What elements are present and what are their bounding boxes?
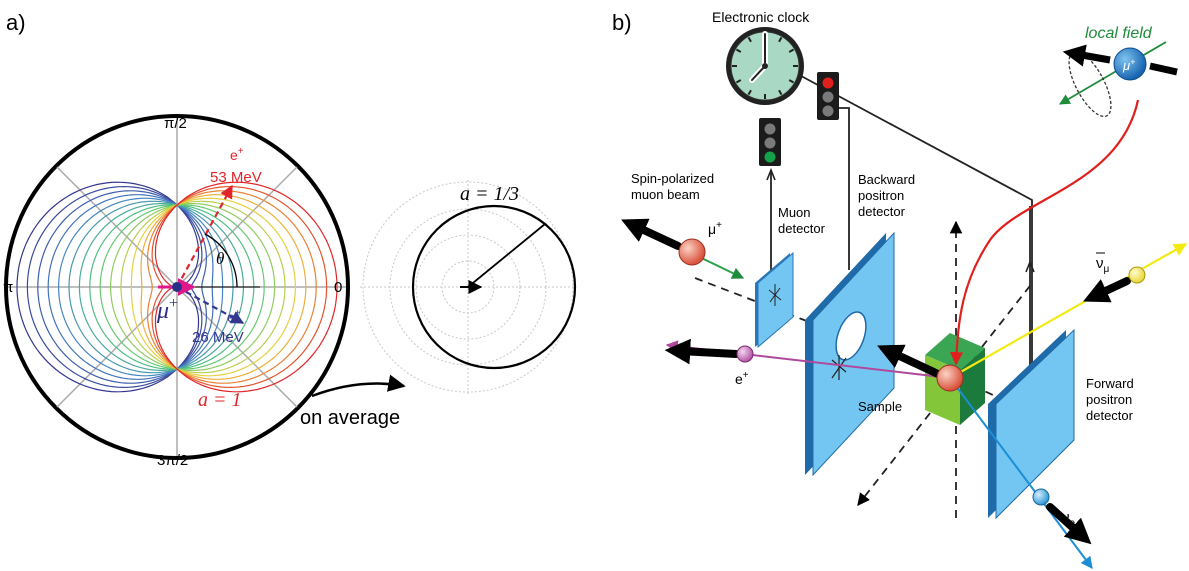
panel-a: a) θ μ+ e+ 53 MeV e+ 26 MeV π/2 π 0 3π/2 xyxy=(3,10,577,469)
clock-tick xyxy=(778,89,783,96)
emission-curve xyxy=(68,200,234,374)
e-low-symbol: e+ xyxy=(227,308,241,325)
theta-arc xyxy=(204,233,238,288)
asymmetry-avg-label: a = 1/3 xyxy=(460,183,519,205)
nu-e-label: νe xyxy=(1062,509,1076,529)
axis-label-right: 0 xyxy=(334,279,342,296)
average-arrow xyxy=(311,374,406,398)
beam-label-line2: muon beam xyxy=(631,187,700,202)
average-curve xyxy=(411,204,577,370)
e-high-symbol: e+ xyxy=(230,146,244,163)
clock-label: Electronic clock xyxy=(712,9,810,25)
emission-curve xyxy=(37,190,207,384)
e-high-energy: 53 MeV xyxy=(210,169,262,186)
clock-tick xyxy=(735,79,742,84)
local-spin-tail xyxy=(1149,62,1178,76)
panel-b: b) Electronic clock xyxy=(612,9,1188,569)
muon-detector xyxy=(755,251,794,349)
forward-detector xyxy=(988,328,1075,520)
e-high-arrow xyxy=(176,184,233,288)
clock-tick xyxy=(747,89,752,96)
average-label: on average xyxy=(300,407,400,429)
nu-e-particle xyxy=(1032,488,1050,506)
theta-label: θ xyxy=(216,249,224,268)
emission-curve xyxy=(130,197,297,377)
forward-label-3: detector xyxy=(1086,408,1134,423)
wire-arrow-forward xyxy=(1025,259,1035,273)
emission-curve xyxy=(78,203,244,371)
positron-particle xyxy=(736,345,754,363)
nu-mu-bar-label: νμ xyxy=(1096,255,1110,275)
emission-curve xyxy=(47,194,214,380)
emission-curve xyxy=(110,203,276,371)
emission-curve xyxy=(89,204,255,370)
backward-detector xyxy=(805,231,895,477)
local-muon-particle xyxy=(1113,47,1147,81)
beam-muon-particle xyxy=(678,238,706,266)
clock-tick xyxy=(778,36,783,43)
panel-a-label: a) xyxy=(6,10,26,35)
backward-label-2: positron xyxy=(858,188,904,203)
precession-signal-curve xyxy=(949,99,1140,366)
nu-mu-bar-track xyxy=(949,243,1188,379)
traffic-light-red xyxy=(817,72,839,120)
muon-dot xyxy=(172,282,182,292)
wire-arrow-muon xyxy=(766,167,776,181)
asymmetry-full-label: a = 1 xyxy=(198,389,242,411)
clock-tick xyxy=(747,36,752,43)
clock-tick xyxy=(788,79,795,84)
spin-arrows xyxy=(621,218,1131,545)
muon-detector-label-1: Muon xyxy=(778,205,811,220)
sample-muon-particle xyxy=(936,364,964,392)
local-spin-arrow xyxy=(1062,44,1111,67)
axis-label-bottom: 3π/2 xyxy=(157,452,188,469)
average-radius xyxy=(467,223,546,288)
emission-curve xyxy=(120,200,286,374)
e-plus-label: e+ xyxy=(735,370,749,387)
beam-label-line1: Spin-polarized xyxy=(631,171,714,186)
axis-label-top: π/2 xyxy=(164,115,187,132)
e-low-energy: 26 MeV xyxy=(192,329,244,346)
emission-curve xyxy=(57,197,224,377)
forward-label-1: Forward xyxy=(1086,376,1134,391)
clock-icon xyxy=(726,27,804,105)
clock-tick xyxy=(735,48,742,53)
local-muon-symbol: μ+ xyxy=(1122,57,1135,73)
forward-label-2: positron xyxy=(1086,392,1132,407)
muon-detector-label-2: detector xyxy=(778,221,826,236)
local-field-label: local field xyxy=(1085,25,1153,42)
emission-curve xyxy=(26,185,203,389)
nu-mu-bar-particle xyxy=(1128,266,1146,284)
emission-curve xyxy=(99,204,265,370)
sample-label: Sample xyxy=(858,399,902,414)
beam-mu-label: μ+ xyxy=(708,220,722,237)
panel-b-label: b) xyxy=(612,10,632,35)
clock-tick xyxy=(788,48,795,53)
backward-label-3: detector xyxy=(858,204,906,219)
average-polar-grid xyxy=(360,180,576,394)
axis-label-left: π xyxy=(3,279,13,296)
local-field-vector xyxy=(1059,41,1167,105)
polar-frame xyxy=(4,114,350,460)
backward-label-1: Backward xyxy=(858,172,915,187)
muon-label: μ+ xyxy=(156,295,178,324)
traffic-light-green xyxy=(759,118,781,166)
